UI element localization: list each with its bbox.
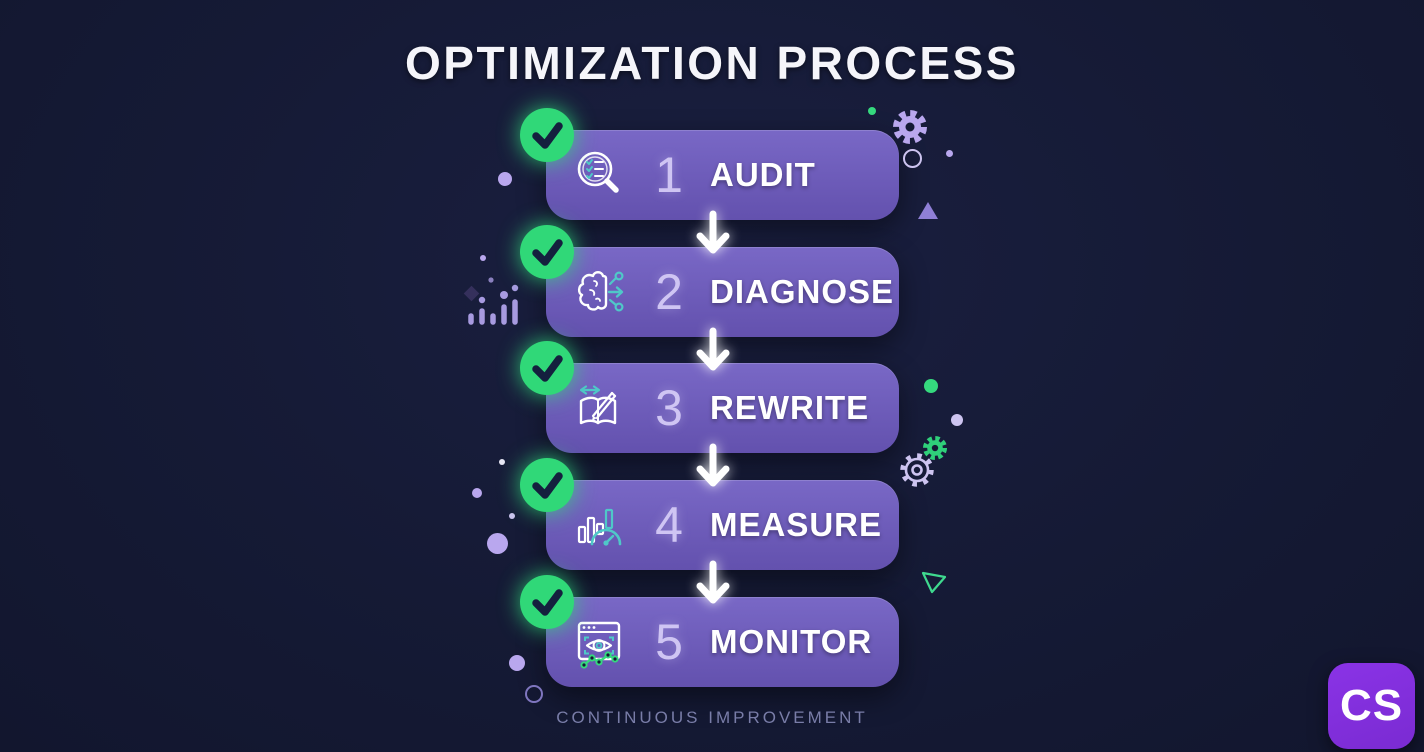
footer-caption: CONTINUOUS IMPROVEMENT [556,708,868,727]
step-panel-measure: 4 MEASURE [520,458,899,570]
window-eye-chart-icon [577,621,621,669]
step-panel-audit: 1 AUDIT [520,108,899,220]
brain-circuit-icon [577,271,624,312]
step-label: DIAGNOSE [710,273,895,310]
green-dot [868,107,876,115]
step-number: 5 [655,614,683,670]
down-arrow-icon [691,560,735,614]
gear-outline-icon [895,448,939,492]
bar-chart-gauge-icon [577,508,622,546]
white-dot [499,459,505,465]
down-arrow-icon [691,443,735,497]
step-label: MEASURE [710,506,883,543]
purple-dot [472,488,482,498]
check-circle-icon [520,575,574,629]
down-arrow-icon [691,210,735,264]
triangle-outline-icon [921,571,947,594]
brand-logo-text: CS [1339,681,1404,730]
step-number: 3 [655,380,683,436]
checkmark-icon [520,225,574,279]
purple-dot [946,150,953,157]
brand-logo: CS [1328,663,1415,749]
purple-circle [487,533,508,554]
circle-outline [525,685,543,703]
book-pencil-icon [579,385,617,425]
triangle-icon [918,202,938,219]
step-label: AUDIT [710,156,816,193]
step-label: REWRITE [710,389,870,426]
page-title: OPTIMIZATION PROCESS [405,37,1019,89]
check-circle-icon [520,108,574,162]
purple-dot [509,513,515,519]
checkmark-icon [520,108,574,162]
down-arrow-icon [691,327,735,381]
checkmark-icon [520,575,574,629]
gear-icon [886,103,934,151]
check-circle-icon [520,458,574,512]
magnifier-checklist-icon [577,151,619,193]
purple-dot [951,414,963,426]
step-number: 4 [655,497,683,553]
purple-dot [498,172,512,186]
step-panel-diagnose: 2 DIAGNOSE [520,225,899,337]
purple-dot [480,255,486,261]
step-panel-rewrite: 3 REWRITE [520,341,899,453]
step-label: MONITOR [710,623,873,660]
step-panel-monitor: 5 MONITOR [520,575,899,687]
check-circle-icon [520,341,574,395]
circle-outline [903,149,922,168]
mini-bar-chart-icon [468,277,519,325]
step-number: 2 [655,264,683,320]
step-number: 1 [655,147,683,203]
purple-dot [509,655,525,671]
green-dot [924,379,938,393]
checkmark-icon [520,458,574,512]
check-circle-icon [520,225,574,279]
checkmark-icon [520,341,574,395]
